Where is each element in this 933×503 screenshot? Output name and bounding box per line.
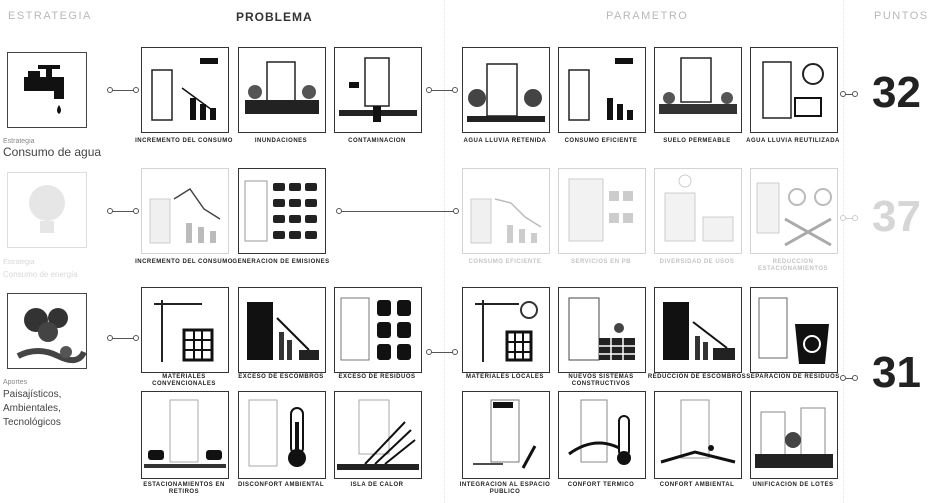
problem-tile — [141, 168, 229, 254]
problem-caption: MATERIALES CONVENCIONALES — [152, 374, 216, 387]
parameter-tile — [654, 391, 742, 479]
problem-caption: ISLA DE CALOR — [350, 482, 404, 488]
connector-dot — [852, 91, 858, 97]
strategy-water-label: Estrategia Consumo de agua — [3, 137, 101, 159]
connector-line — [431, 352, 453, 353]
parameter-tile — [654, 168, 742, 254]
parameter-tile — [558, 168, 646, 254]
parameter-caption: CONSUMO EFICIENTE — [468, 259, 542, 265]
parameter-tile — [750, 391, 838, 479]
strategy-landscape-name: Paisajísticos, Ambientales, Tecnológicos — [3, 389, 62, 428]
problem-caption: INUNDACIONES — [254, 138, 308, 144]
parameter-tile — [462, 287, 550, 373]
parameter-caption: SEPARACION DE RESIDUOS — [746, 374, 840, 380]
connector-line — [112, 90, 134, 91]
problem-caption: DISCONFORT AMBIENTAL — [238, 482, 324, 488]
problem-caption: INCREMENTO DEL CONSUMO — [135, 259, 233, 265]
connector-dot — [852, 375, 858, 381]
strategy-landscape-icon — [7, 293, 87, 369]
parameter-caption: CONFORT TERMICO — [567, 482, 635, 488]
connector-dot — [452, 349, 458, 355]
problem-tile — [334, 47, 422, 133]
parameter-tile — [462, 168, 550, 254]
parameter-tile — [750, 47, 838, 133]
connector-line — [341, 211, 454, 212]
parameter-caption: SERVICIOS EN PB — [570, 259, 632, 265]
strategy-water-name: Consumo de agua — [3, 145, 102, 159]
strategy-water-small: Estrategia — [3, 138, 35, 145]
column-separator — [444, 0, 446, 503]
header-problema: PROBLEMA — [236, 10, 313, 24]
parameter-tile — [654, 287, 742, 373]
parameter-caption: AGUA LLUVIA RETENIDA — [463, 138, 547, 144]
connector-line — [845, 378, 853, 379]
strategy-landscape-label: Aportes Paisajísticos, Ambientales, Tecn… — [3, 378, 121, 429]
parameter-tile — [750, 287, 838, 373]
parameter-tile — [558, 391, 646, 479]
connector-dot — [452, 87, 458, 93]
connector-dot — [852, 215, 858, 221]
strategy-water-icon — [7, 52, 87, 128]
parameter-tile — [558, 47, 646, 133]
column-separator — [843, 0, 845, 503]
parameter-caption: MATERIALES LOCALES — [466, 374, 544, 380]
problem-tile — [141, 391, 229, 479]
parameter-caption: INTEGRACION AL ESPACIO PUBLICO — [459, 482, 551, 495]
parameter-caption: CONFORT AMBIENTAL — [659, 482, 735, 488]
header-puntos: PUNTOS — [874, 10, 929, 22]
problem-tile — [141, 47, 229, 133]
connector-line — [431, 90, 453, 91]
problem-caption: CONTAMINACION — [348, 138, 406, 144]
problem-tile — [238, 168, 326, 254]
connector-line — [845, 218, 853, 219]
problem-caption: ESTACIONAMIENTOS EN RETIROS — [143, 482, 225, 495]
connector-dot — [453, 208, 459, 214]
strategy-landscape-small: Aportes — [3, 379, 28, 386]
problem-tile — [238, 47, 326, 133]
strategy-energy-name: Consumo de energía — [3, 270, 78, 279]
problem-tile — [334, 287, 422, 373]
problem-caption: INCREMENTO DEL CONSUMO — [135, 138, 233, 144]
parameter-caption: SUELO PERMEABLE — [663, 138, 731, 144]
parameter-tile — [558, 287, 646, 373]
problem-caption: GENERACION DE EMISIONES — [232, 259, 330, 265]
connector-line — [112, 211, 134, 212]
connector-dot — [133, 335, 139, 341]
parameter-tile — [654, 47, 742, 133]
header-parametro: PARAMETRO — [606, 10, 689, 22]
problem-caption: EXCESO DE ESCOMBROS — [238, 374, 324, 380]
parameter-caption: UNIFICACION DE LOTES — [752, 482, 834, 488]
connector-line — [112, 338, 134, 339]
parameter-caption: CONSUMO EFICIENTE — [564, 138, 638, 144]
connector-dot — [133, 208, 139, 214]
parameter-caption: REDUCCION ESTACIONAMIENTOS — [757, 259, 829, 272]
strategy-energy-icon — [7, 172, 87, 248]
strategy-energy-label: Estrategia Consumo de energía — [3, 258, 78, 281]
problem-tile — [238, 391, 326, 479]
parameter-tile — [750, 168, 838, 254]
points-value: 32 — [872, 68, 921, 117]
parameter-caption: REDUCCION DE ESCOMBROS — [647, 374, 747, 380]
connector-line — [845, 94, 853, 95]
points-value: 31 — [872, 348, 921, 397]
parameter-caption: NUEVOS SISTEMAS CONSTRUCTIVOS — [568, 374, 634, 387]
parameter-tile — [462, 391, 550, 479]
strategy-energy-small: Estrategia — [3, 259, 35, 266]
points-value: 37 — [872, 192, 921, 241]
header-estrategia: ESTRATEGIA — [8, 10, 92, 22]
parameter-caption: AGUA LLUVIA REUTILIZADA — [746, 138, 840, 144]
problem-tile — [238, 287, 326, 373]
problem-tile — [334, 391, 422, 479]
connector-dot — [133, 87, 139, 93]
parameter-tile — [462, 47, 550, 133]
parameter-caption: DIVERSIDAD DE USOS — [659, 259, 735, 265]
problem-caption: EXCESO DE RESIDUOS — [338, 374, 416, 380]
problem-tile — [141, 287, 229, 373]
